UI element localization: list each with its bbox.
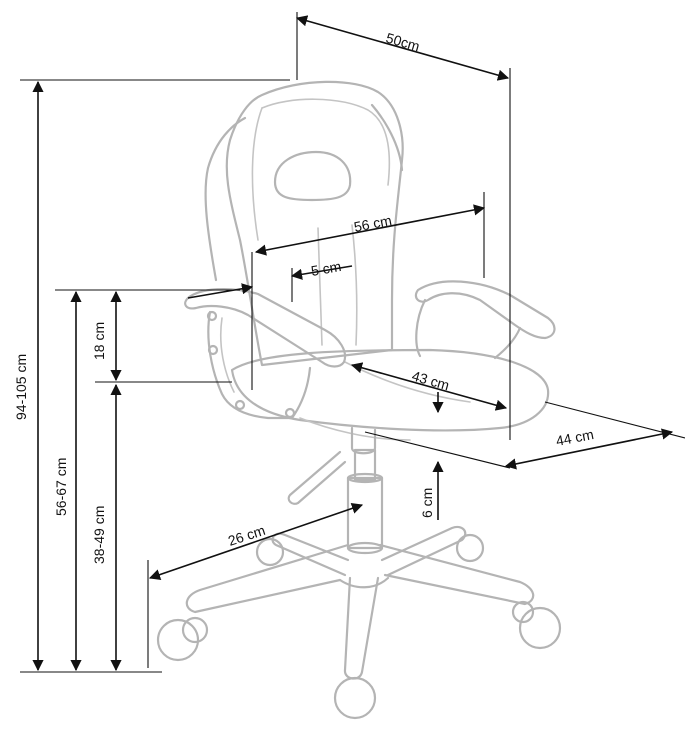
chair-headrest-cutout [273, 150, 352, 202]
chair-star-base [185, 525, 535, 680]
seat-width-dim-line [504, 428, 674, 470]
armrest-width-label: 5 cm [310, 258, 343, 279]
base-radius-dim-line [148, 502, 364, 581]
seat-height-label: 38-49 cm [91, 506, 107, 564]
chair-illustration [156, 80, 562, 720]
chair-right-armrest [414, 280, 556, 360]
total-height-label: 94-105 cm [13, 354, 29, 420]
back-width-label: 50cm [384, 30, 421, 55]
chair-casters [156, 533, 562, 720]
seat-depth-dim-line [350, 362, 508, 411]
armrest-height-label: 56-67 cm [53, 458, 69, 516]
dimension-annotations [20, 12, 685, 673]
armrest-height-above-seat-label: 18 cm [91, 322, 107, 360]
seat-depth-label: 43 cm [410, 368, 451, 394]
seat-width-label: 44 cm [555, 426, 595, 449]
armrest-width-dim-line [290, 265, 353, 280]
chair-mechanism [287, 426, 377, 505]
chair-gas-cylinder [346, 448, 384, 555]
armrest-span-label: 56 cm [353, 212, 393, 235]
back-width-dim-line [295, 15, 510, 81]
armrest-width-dim-line-2 [187, 283, 254, 299]
armrest-span-dim-line [254, 204, 486, 256]
seat-adjustment-label: 6 cm [419, 488, 435, 518]
